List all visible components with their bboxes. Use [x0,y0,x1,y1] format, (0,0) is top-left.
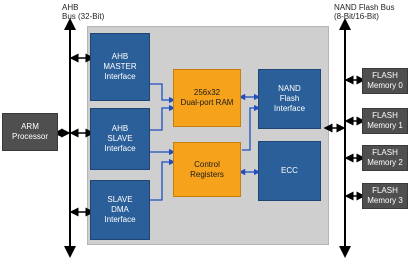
nand-flash-interface-block: NAND Flash Interface [258,69,321,129]
flash-memory-0-block: FLASH Memory 0 [362,68,408,94]
dma-ctrl-link [150,158,176,201]
flash-memory-3-block: FLASH Memory 3 [362,183,408,209]
ecc-block: ECC [258,141,321,201]
control-registers-block: Control Registers [173,142,241,197]
ahb-master-interface-block: AHB MASTER Interface [90,33,150,101]
slave-dma-interface-block: SLAVE DMA Interface [90,180,150,240]
ahb-slave-interface-block: AHB SLAVE Interface [90,108,150,170]
flash-memory-1-block: FLASH Memory 1 [362,108,408,134]
internal-links [150,83,261,201]
ahb-bus-label: AHB Bus (32-Bit) [62,3,105,21]
dual-port-ram-block: 256x32 Dual-port RAM [173,69,241,127]
nand-bus-label: NAND Flash Bus (8-Bit/16-Bit) [334,3,395,21]
ctrl-nandif-link [242,104,261,151]
slave-ram-link [150,104,176,131]
master-ram-link [150,83,176,104]
arm-processor-block: ARM Processor [2,113,58,151]
flash-memory-2-block: FLASH Memory 2 [362,145,408,171]
